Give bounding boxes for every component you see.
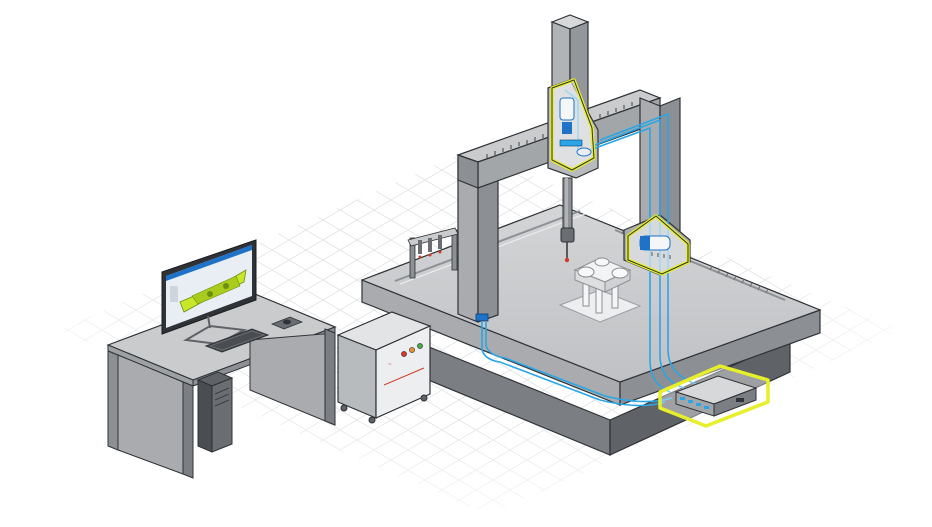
touch-probe-icon: [560, 227, 575, 263]
probe-rack-icon: [407, 227, 459, 279]
workpiece-part-icon: [558, 257, 642, 323]
keyboard-icon: [204, 328, 270, 353]
controller-cabinet-icon: ~: [336, 311, 432, 424]
monitor-icon: [161, 239, 257, 346]
controller-box-icon: [658, 364, 770, 428]
mouse-icon: [270, 316, 304, 330]
cabinet-button-red-icon: [401, 351, 407, 357]
cmm-machine-icon: [360, 14, 822, 456]
cabinet-button-orange-icon: [409, 347, 415, 353]
cabinet-logo-icon: ~: [388, 362, 392, 368]
computer-desk-icon: [106, 239, 337, 479]
pc-tower-icon: [196, 371, 234, 453]
drive-motor-icon: [550, 78, 596, 172]
cabinet-button-green-icon: [417, 343, 423, 349]
drive-motor-icon: [626, 214, 690, 276]
